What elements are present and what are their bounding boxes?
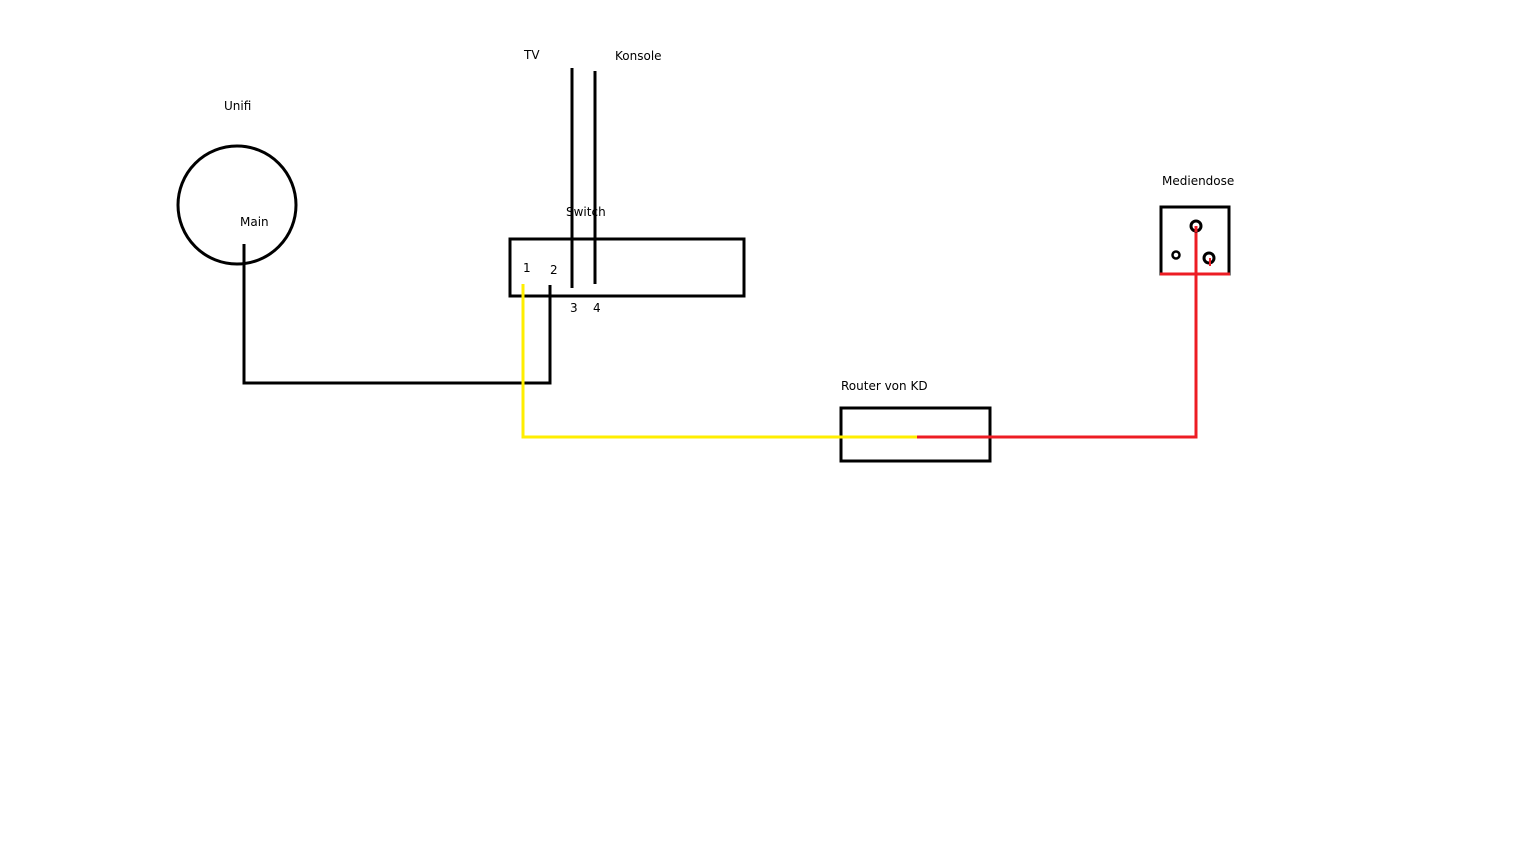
port-4-label: 4 xyxy=(593,301,601,315)
port-1-label: 1 xyxy=(523,261,531,275)
router-box xyxy=(839,406,992,463)
port-2-label: 2 xyxy=(550,263,558,277)
mediendose-label: Mediendose xyxy=(1162,174,1235,188)
switch-label: Switch xyxy=(566,205,606,219)
main-label: Main xyxy=(240,215,269,229)
port-3-label: 3 xyxy=(570,301,578,315)
red-cable xyxy=(917,227,1198,439)
router-label: Router von KD xyxy=(841,379,928,393)
switch-box xyxy=(508,237,746,298)
unifi-access-point xyxy=(176,144,298,266)
unifi-label: Unifi xyxy=(224,99,252,113)
yellow-cable xyxy=(521,284,917,439)
konsole-label: Konsole xyxy=(615,49,662,63)
unifi-cable xyxy=(242,244,552,385)
socket-left xyxy=(1171,250,1181,260)
tv-label: TV xyxy=(524,48,540,62)
